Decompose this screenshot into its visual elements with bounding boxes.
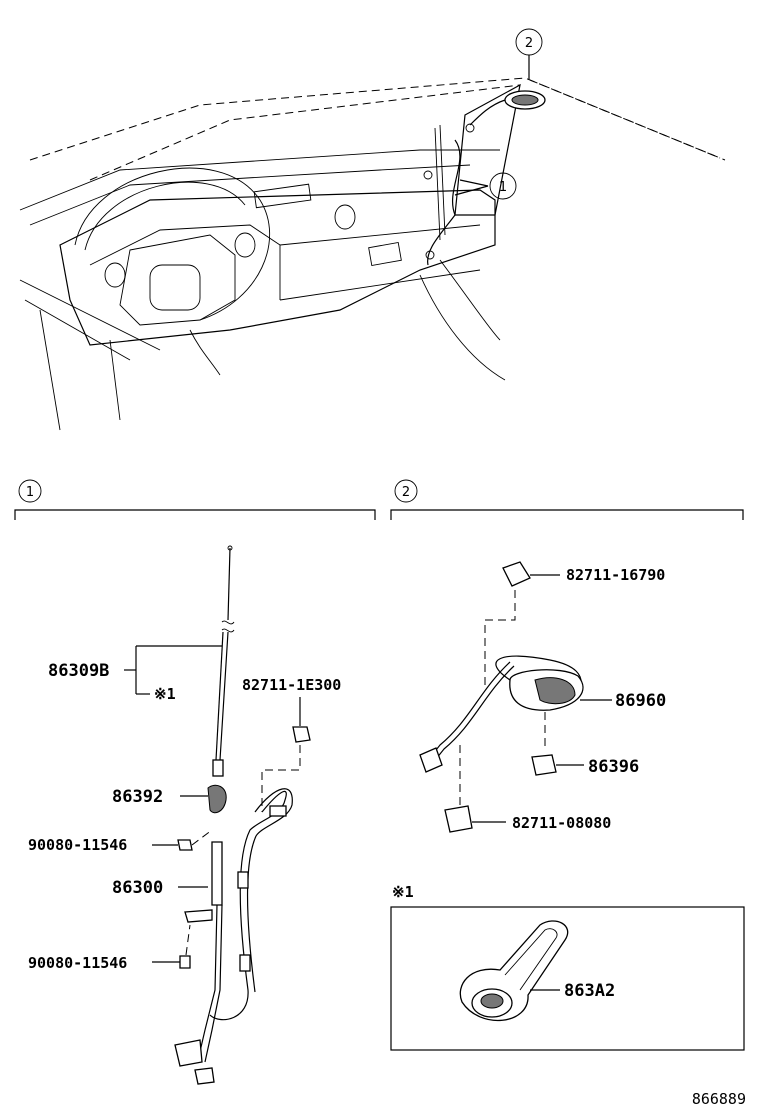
- section-1-header: 1: [14, 479, 376, 520]
- section-1-parts: 86309B ※1 82711-1E300 86392 90080-11546 …: [28, 545, 341, 1085]
- label-90080-11546-lower: 90080-11546: [28, 954, 127, 972]
- section-2-index: 2: [402, 485, 410, 500]
- section-2-parts: 82711-16790 86960 86396 82711-08080: [419, 561, 666, 833]
- label-82711-1E300: 82711-1E300: [242, 676, 341, 694]
- diagram-id: 866889: [692, 1090, 746, 1108]
- dashboard-overview-illustration: 1 2: [19, 28, 726, 431]
- label-86392: 86392: [112, 787, 163, 807]
- label-86309B: 86309B: [48, 661, 109, 681]
- label-86960: 86960: [615, 691, 666, 711]
- overview-callout-1: 1: [499, 180, 507, 195]
- overview-callout-2: 2: [525, 36, 533, 51]
- label-82711-08080: 82711-08080: [512, 814, 611, 832]
- section-2-header: 2: [390, 479, 744, 520]
- label-82711-16790: 82711-16790: [566, 566, 665, 584]
- inset-note-mark: ※1: [392, 883, 414, 901]
- note-mark-1: ※1: [154, 685, 176, 703]
- label-90080-11546-upper: 90080-11546: [28, 836, 127, 854]
- inset-box: ※1 863A2: [390, 883, 745, 1051]
- label-86396: 86396: [588, 757, 639, 777]
- label-86300: 86300: [112, 878, 163, 898]
- label-863A2: 863A2: [564, 981, 615, 1001]
- section-1-index: 1: [26, 485, 34, 500]
